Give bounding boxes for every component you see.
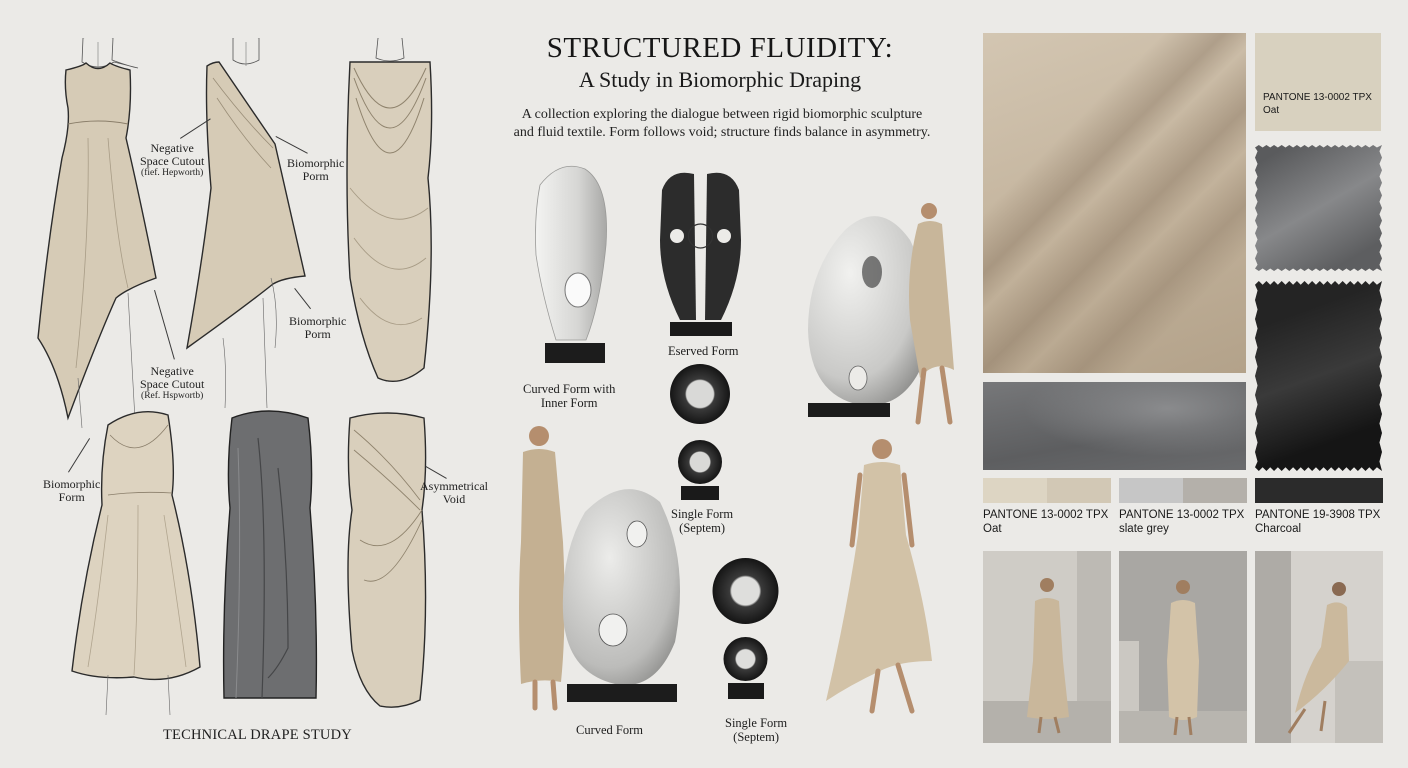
sketch-asymmetric-hem-dress (28, 38, 168, 428)
model-standing-asymmetric-dress (820, 435, 945, 715)
sculpture-single-form-septem-2 (708, 555, 783, 710)
sketch-grey-column-dress (218, 408, 323, 708)
lookbook-photo-3 (1255, 551, 1383, 743)
caption-curved-form: Curved Form (576, 723, 644, 737)
lookbook-photo-1 (983, 551, 1111, 743)
caption-single-form-septem-2: Single Form (Septem) (725, 716, 788, 744)
sketch-cowl-drape-dress (340, 38, 440, 408)
sculpture-reference-area: Curved Form with Inner Form Eserved Form (500, 150, 970, 768)
lookbook-photo-2 (1119, 551, 1247, 743)
page-subtitle: A Study in Biomorphic Draping (578, 67, 862, 92)
fabric-swatch-oat-linen (983, 33, 1246, 373)
materials-panel: PANTONE 13-0002 TPX Oat PANTONE 13-0002 … (980, 30, 1390, 745)
sculpture-curved-form-with-inner-form (530, 165, 615, 380)
caption-single-form-septem-1: Single Form (Septem) (671, 507, 734, 535)
caption-curved-form-inner: Curved Form with Inner Form (523, 382, 616, 410)
fabric-swatch-slate-satin (983, 382, 1246, 470)
collection-description: A collection exploring the dialogue betw… (513, 107, 931, 140)
sculpture-oval-with-model (800, 200, 970, 425)
sketch-wrap-drape-dress (340, 410, 435, 720)
pinked-swatch-slate-grey (1255, 145, 1382, 271)
technical-sketch-panel: Negative Space Cutout (fief. Hepworth) B… (0, 0, 500, 768)
page-title: STRUCTURED FLUIDITY: (546, 32, 894, 64)
caption-eserved-form: Eserved Form (668, 344, 739, 358)
annotation-negative-space-2: Negative Space Cutout (Ref. Hspwortb) (140, 364, 205, 402)
title-block: STRUCTURED FLUIDITY: A Study in Biomorph… (470, 32, 970, 142)
sketch-one-shoulder-midi-dress (68, 405, 203, 720)
sculpture-curved-form-with-model (515, 422, 690, 712)
technical-drape-study-caption: TECHNICAL DRAPE STUDY (163, 727, 352, 743)
annotation-biomorphic-2: Biomorphic Porm (289, 314, 347, 341)
pantone-card-oat: PANTONE 13-0002 TPX Oat (1255, 33, 1381, 131)
annotation-biomorphic-3: Biomorphic Form (43, 477, 101, 504)
annotation-negative-space-1: Negative Space Cutout (fief. Hepworth) (140, 141, 205, 179)
annotation-biomorphic-1: Biomorphic Porm (287, 156, 345, 183)
sculpture-eserved-form (658, 170, 743, 340)
pinked-swatch-charcoal (1255, 281, 1382, 471)
annotation-asymmetrical-void: Asymmetrical Void (420, 479, 488, 506)
sculpture-single-form-septem-1 (665, 362, 735, 512)
sketch-one-shoulder-drape-dress (183, 38, 308, 418)
